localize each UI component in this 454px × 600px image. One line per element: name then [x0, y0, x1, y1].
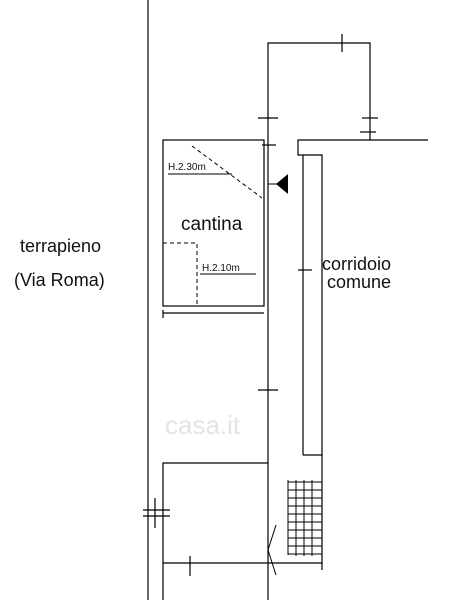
corridoio-label: corridoio: [322, 254, 392, 274]
door-swing-icon: [276, 174, 288, 194]
height-label-230: H.2.30m: [168, 162, 206, 173]
lower-room-wall: [162, 462, 268, 600]
height-label-210: H.2.10m: [202, 263, 240, 274]
via-roma-label: (Via Roma): [14, 270, 105, 290]
terrapieno-label: terrapieno: [20, 236, 102, 256]
lower-right-wall: [303, 454, 323, 570]
upper-room-wall: [267, 42, 371, 600]
ceiling-slope-line: [191, 145, 263, 199]
cantina-room: [162, 139, 265, 307]
watermark: casa.it: [165, 410, 241, 440]
cantina-label: cantina: [181, 214, 243, 235]
comune-label: comune: [327, 272, 392, 292]
staircase: [267, 480, 322, 576]
corridor-wall-top: [297, 139, 428, 455]
ceiling-step-line: [163, 242, 198, 306]
